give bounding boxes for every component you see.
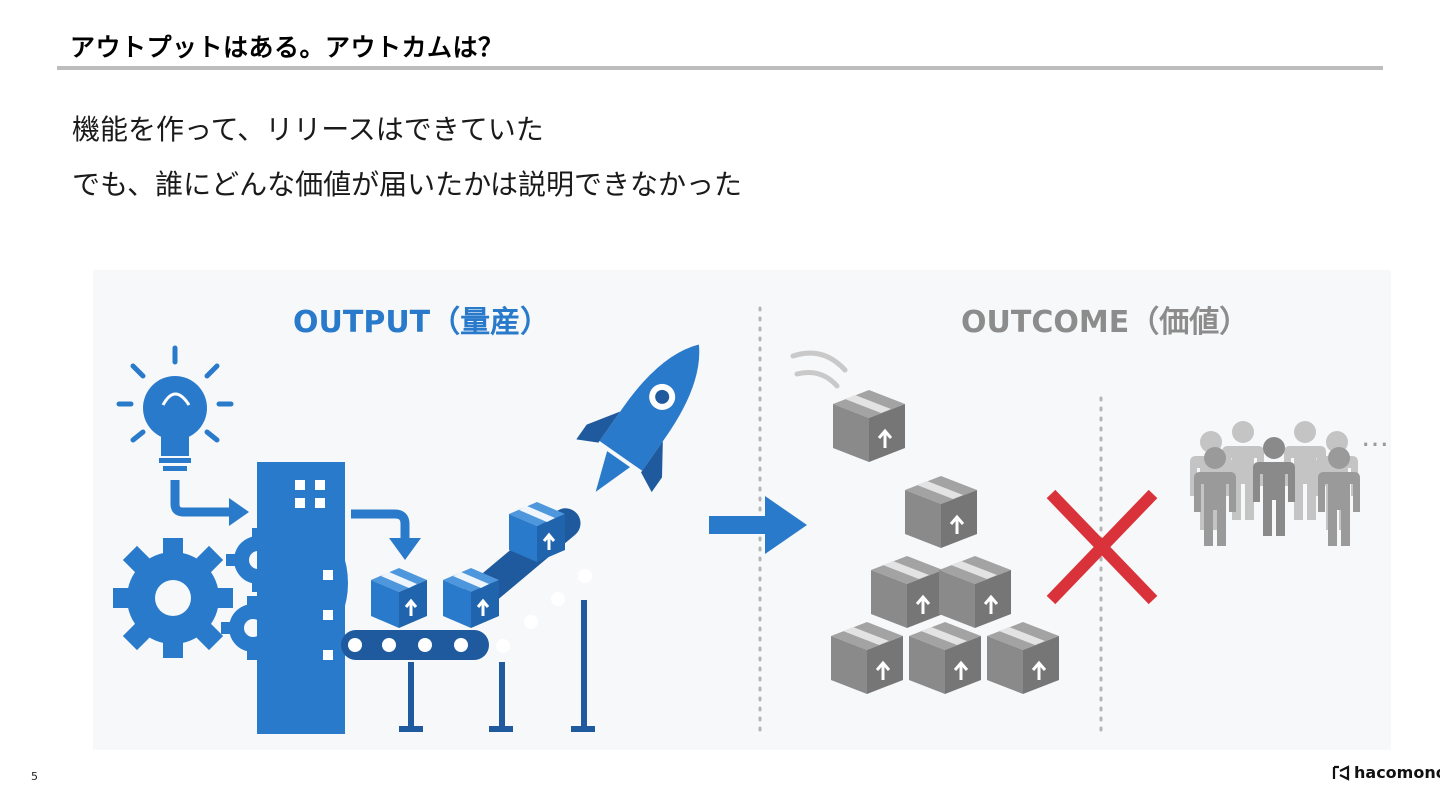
logo-text: hacomono: [1354, 763, 1440, 782]
unused-box-icon: [903, 474, 979, 550]
product-box-icon: [441, 566, 501, 630]
product-box-icon: [369, 566, 429, 630]
machine-output-arrow-icon: [351, 509, 410, 540]
outcome-label: OUTCOME（価値）: [961, 305, 1249, 340]
slide-title: アウトプットはある。アウトカムは？: [70, 33, 504, 62]
body-line-value: でも、誰にどんな価値が届いたかは説明できなかった: [72, 168, 743, 201]
lightbulb-icon: [116, 345, 234, 471]
large-gear-icon: [113, 538, 233, 658]
idea-arrow-icon: [170, 480, 229, 517]
unused-box-icon: [831, 388, 907, 464]
rocket-icon: [576, 344, 700, 493]
ellipsis-text: …: [1361, 420, 1389, 453]
title-underline: [57, 66, 1383, 70]
hacomono-logo-icon: [1332, 764, 1350, 781]
body-line-release: 機能を作って、リリースはできていた: [72, 113, 544, 146]
unused-box-icon: [907, 620, 983, 696]
unused-box-icon: [985, 620, 1061, 696]
output-outcome-illustration: OUTPUT（量産） OUTCOME（価値）: [93, 270, 1391, 750]
unused-box-icon: [829, 620, 905, 696]
unused-box-icon: [869, 554, 945, 630]
output-label: OUTPUT（量産）: [293, 305, 550, 340]
product-box-icon: [507, 500, 567, 564]
red-cross-icon: [1046, 489, 1158, 605]
company-logo: hacomono: [1332, 763, 1440, 782]
transition-arrow-icon: [709, 496, 807, 554]
unused-box-icon: [937, 554, 1013, 630]
motion-lines-icon: [790, 350, 848, 389]
factory-machine-icon: [257, 462, 348, 734]
page-number: 5: [31, 770, 38, 783]
